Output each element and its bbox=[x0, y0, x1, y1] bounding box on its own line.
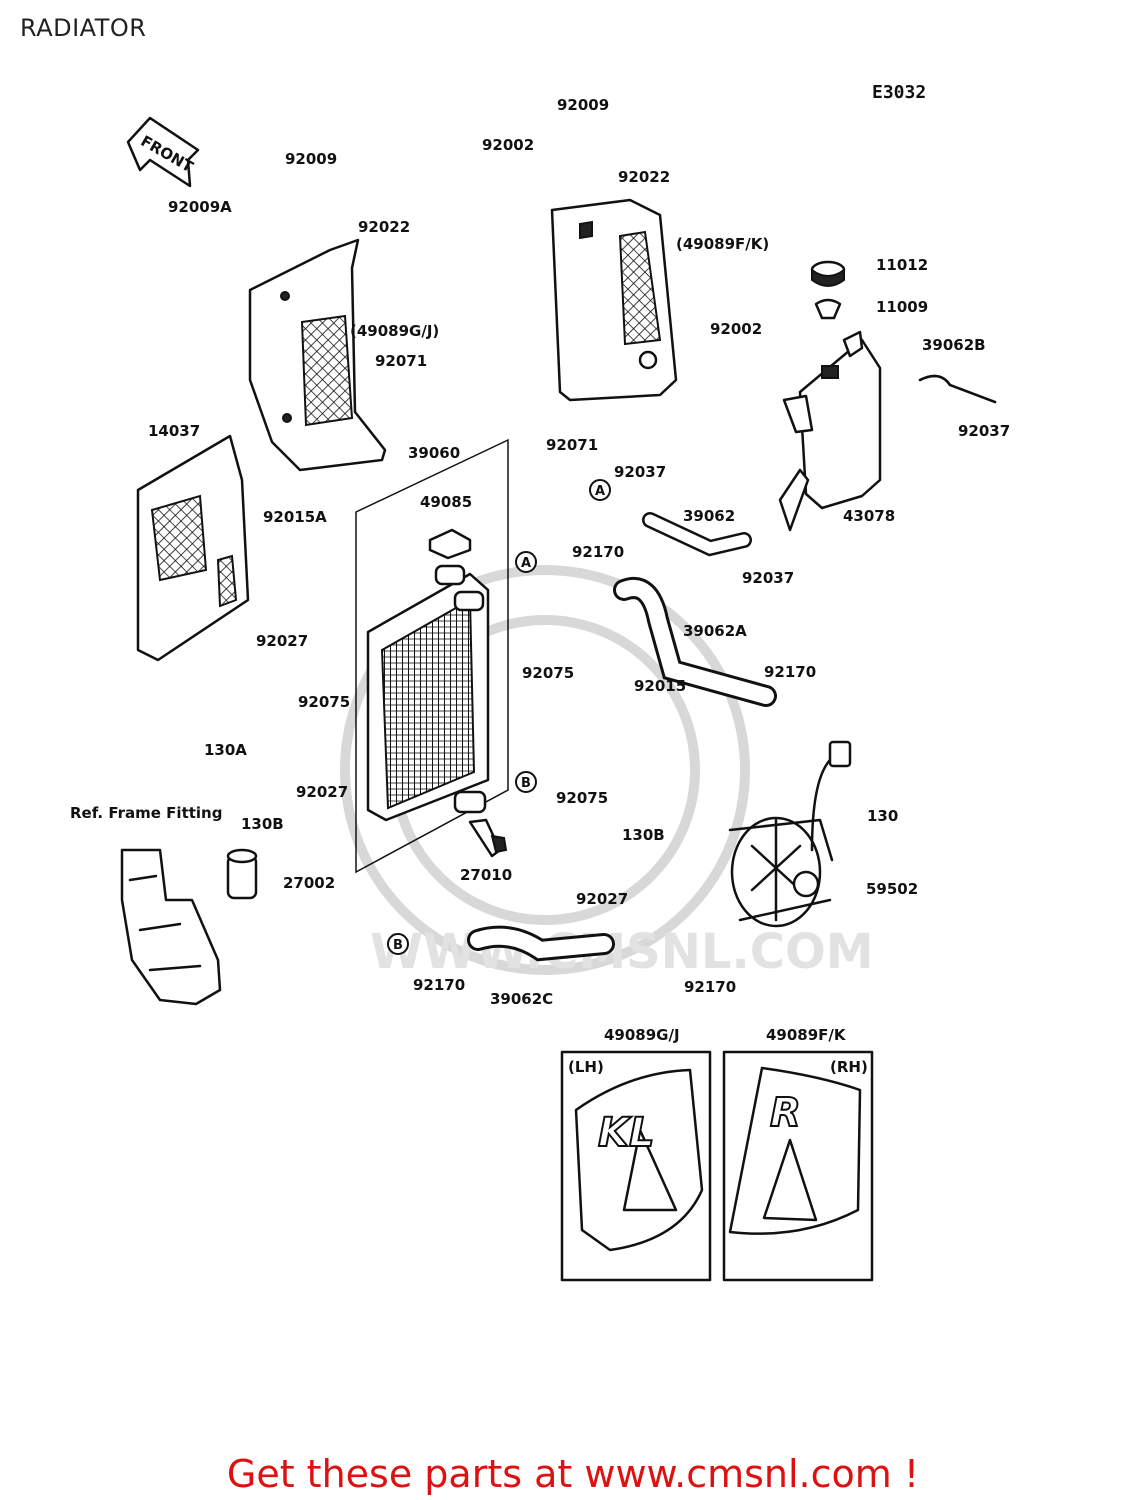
radiator-guard-grille bbox=[136, 434, 250, 662]
reservoir-tank bbox=[778, 330, 882, 532]
part-number-callout: 49085 bbox=[420, 493, 472, 511]
frame-fitting-bracket bbox=[120, 848, 222, 1006]
fan-switch bbox=[468, 818, 508, 858]
part-number-callout: 92071 bbox=[546, 436, 598, 454]
cap-seal bbox=[814, 298, 842, 320]
radiator-core bbox=[366, 564, 490, 822]
hose-39062A bbox=[613, 577, 777, 707]
hose-39062B bbox=[918, 374, 997, 404]
diagram-code: E3032 bbox=[872, 82, 927, 103]
inset-rh-side-label: (RH) bbox=[830, 1058, 868, 1076]
part-number-callout: 92037 bbox=[614, 463, 666, 481]
part-number-callout: 59502 bbox=[866, 880, 918, 898]
part-number-callout: 130B bbox=[241, 815, 284, 833]
connection-reference-letter: A bbox=[521, 556, 531, 571]
part-number-callout: 39060 bbox=[408, 444, 460, 462]
part-number-callout: 43078 bbox=[843, 507, 895, 525]
front-arrow: FRONT bbox=[126, 116, 200, 188]
decal-inset bbox=[560, 1050, 874, 1282]
connection-reference-marker bbox=[515, 771, 537, 793]
connection-reference-letter: B bbox=[393, 938, 403, 953]
inset-lh-side-label: (LH) bbox=[568, 1058, 604, 1076]
part-number-callout: (49089F/K) bbox=[676, 235, 769, 253]
page-title: RADIATOR bbox=[20, 14, 147, 42]
part-number-callout: 92027 bbox=[296, 783, 348, 801]
part-number-callout: 92071 bbox=[375, 352, 427, 370]
part-number-callout: 92170 bbox=[684, 978, 736, 996]
fan-relay bbox=[226, 848, 258, 900]
part-number-callout: 39062C bbox=[490, 990, 553, 1008]
part-number-callout: 11012 bbox=[876, 256, 928, 274]
radiator-assembly-bounding-lines bbox=[355, 438, 509, 874]
part-number-callout: 92022 bbox=[618, 168, 670, 186]
part-number-callout: 130B bbox=[622, 826, 665, 844]
part-number-callout: 92170 bbox=[413, 976, 465, 994]
part-number-callout: 92022 bbox=[358, 218, 410, 236]
part-number-callout: 39062A bbox=[683, 622, 747, 640]
connection-reference-marker bbox=[589, 479, 611, 501]
part-number-callout: 92002 bbox=[482, 136, 534, 154]
watermark-text: WWW.CMSNL.COM bbox=[370, 924, 874, 980]
connection-reference-letter: A bbox=[595, 484, 605, 499]
part-number-callout: 14037 bbox=[148, 422, 200, 440]
connection-reference-letter: B bbox=[521, 776, 531, 791]
rh-decal-text: R bbox=[770, 1090, 801, 1136]
part-number-callout: 92170 bbox=[572, 543, 624, 561]
part-number-callout: 92037 bbox=[742, 569, 794, 587]
part-number-callout: 130 bbox=[867, 807, 898, 825]
right-radiator-shroud bbox=[550, 198, 678, 402]
hose-39062 bbox=[642, 512, 752, 557]
ref-frame-fitting-note: Ref. Frame Fitting bbox=[70, 804, 222, 822]
promo-link[interactable]: Get these parts at www.cmsnl.com ! bbox=[226, 1452, 920, 1496]
connection-reference-marker bbox=[515, 551, 537, 573]
part-number-callout: 11009 bbox=[876, 298, 928, 316]
part-number-callout: 92015 bbox=[634, 677, 686, 695]
connection-reference-marker bbox=[387, 933, 409, 955]
part-number-callout: 92075 bbox=[298, 693, 350, 711]
part-number-callout: 27002 bbox=[283, 874, 335, 892]
lh-decal-text: KL bbox=[598, 1110, 654, 1156]
inset-lh-part-number: 49089G/J bbox=[604, 1026, 680, 1044]
part-number-callout: 92002 bbox=[710, 320, 762, 338]
left-radiator-shroud bbox=[248, 238, 387, 472]
part-number-callout: 92170 bbox=[764, 663, 816, 681]
part-number-callout: 92027 bbox=[576, 890, 628, 908]
part-number-callout: 92015A bbox=[263, 508, 327, 526]
inset-rh-part-number: 49089F/K bbox=[766, 1026, 847, 1044]
part-number-callout: 92009 bbox=[557, 96, 609, 114]
part-number-callout: 39062 bbox=[683, 507, 735, 525]
part-number-callout: 92027 bbox=[256, 632, 308, 650]
part-number-callout: 27010 bbox=[460, 866, 512, 884]
hose-39062C bbox=[467, 925, 615, 962]
part-number-callout: (49089G/J) bbox=[350, 322, 439, 340]
part-number-callout: 39062B bbox=[922, 336, 986, 354]
part-number-callout: 92009 bbox=[285, 150, 337, 168]
reservoir-cap bbox=[810, 260, 846, 287]
part-number-callout: 92075 bbox=[556, 789, 608, 807]
cooling-fan bbox=[728, 740, 852, 928]
part-number-callout: 92037 bbox=[958, 422, 1010, 440]
part-number-callout: 130A bbox=[204, 741, 247, 759]
part-number-callout: 92075 bbox=[522, 664, 574, 682]
part-number-callout: 92009A bbox=[168, 198, 232, 216]
radiator-cap bbox=[428, 528, 472, 560]
